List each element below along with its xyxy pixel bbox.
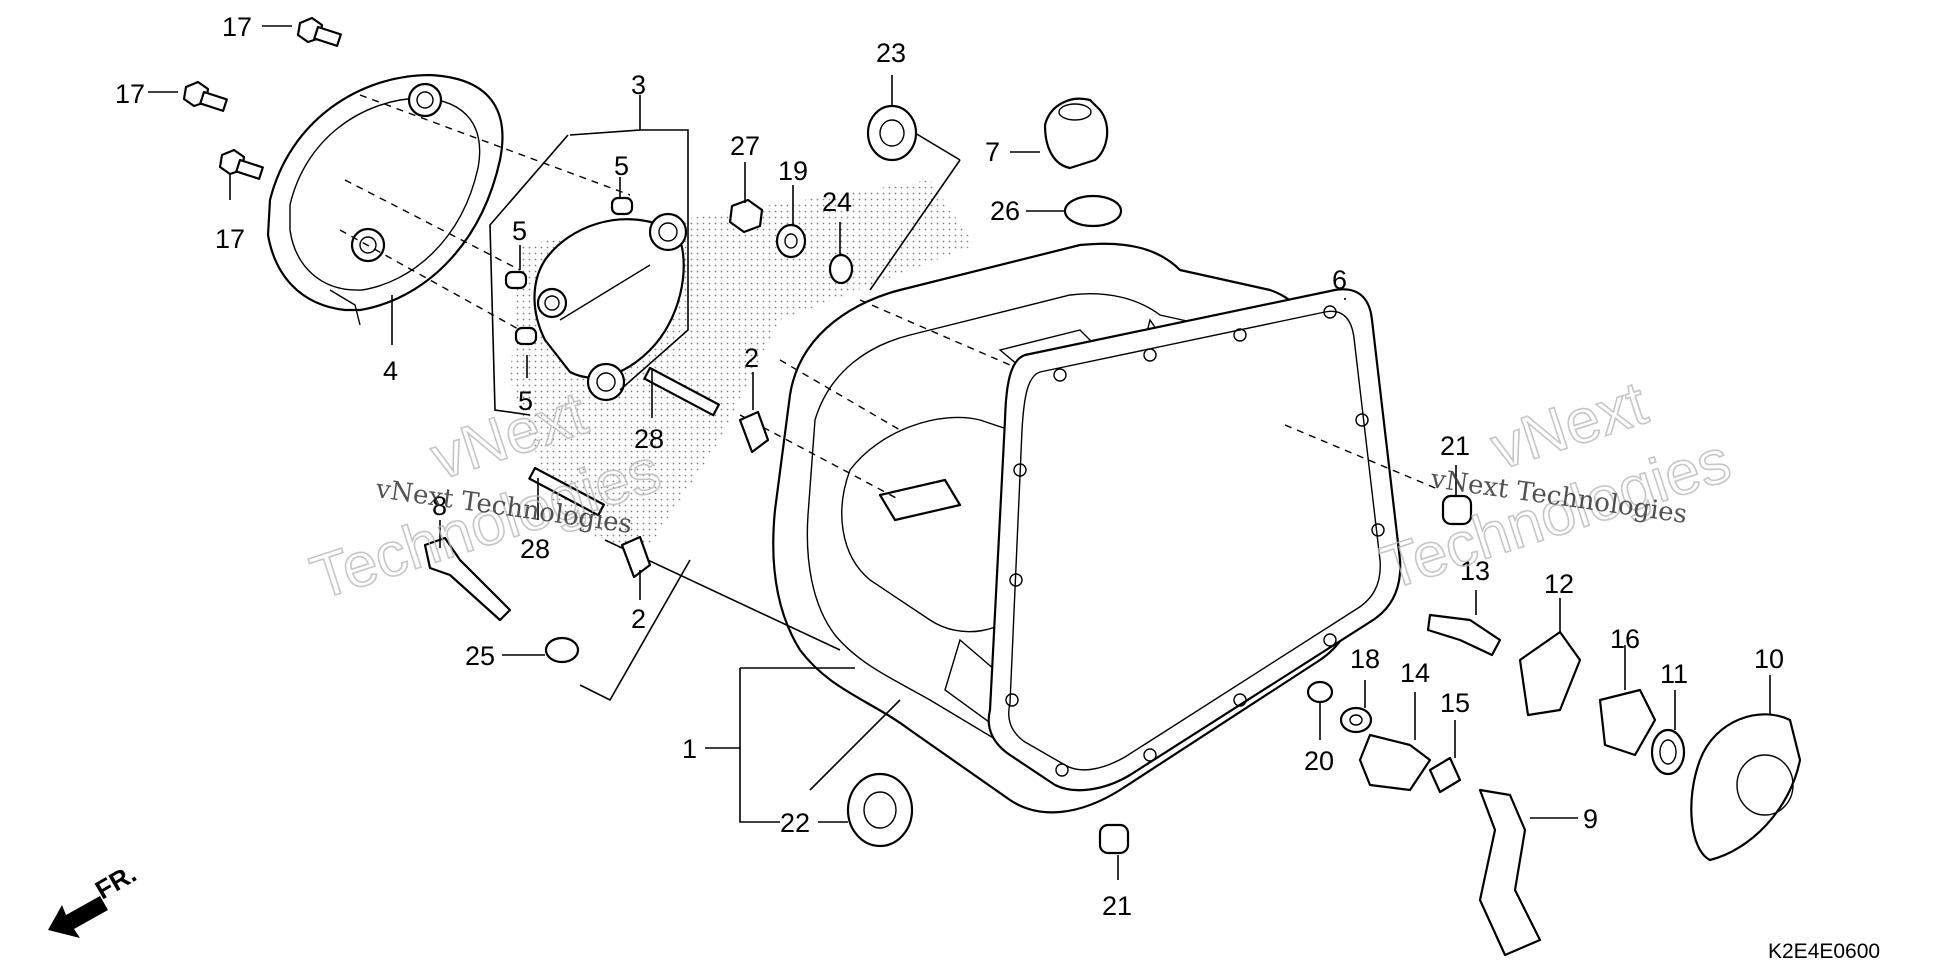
callout-8: 8 <box>432 491 447 521</box>
bolt-17c <box>218 148 264 180</box>
callout-labels: 17 17 17 3 5 5 5 4 27 19 24 23 7 26 6 2 … <box>115 12 1784 921</box>
callout-17: 17 <box>222 12 252 42</box>
callout-3: 3 <box>631 70 646 100</box>
front-direction-arrow: FR. <box>48 858 141 938</box>
callout-5: 5 <box>518 386 533 416</box>
bolt-17a <box>296 16 342 47</box>
callout-14: 14 <box>1400 658 1430 688</box>
small-parts <box>182 16 1802 957</box>
callout-9: 9 <box>1583 804 1598 834</box>
callout-7: 7 <box>985 137 1000 167</box>
cover-gasket <box>987 288 1402 792</box>
callout-15: 15 <box>1440 688 1470 718</box>
callout-17: 17 <box>115 79 145 109</box>
callout-17: 17 <box>215 224 245 254</box>
callout-20: 20 <box>1304 746 1334 776</box>
callout-leaders <box>148 25 1771 880</box>
inner-cover-plate <box>533 212 688 402</box>
callout-12: 12 <box>1544 569 1574 599</box>
callout-22: 22 <box>780 808 810 838</box>
callout-16: 16 <box>1610 624 1640 654</box>
drawing-code: K2E4E0600 <box>1768 940 1880 963</box>
callout-1: 1 <box>682 734 697 764</box>
callout-24: 24 <box>822 187 852 217</box>
callout-19: 19 <box>778 156 808 186</box>
callout-25: 25 <box>465 641 495 671</box>
bolt-17b <box>182 80 228 112</box>
callout-4: 4 <box>383 356 398 386</box>
callout-10: 10 <box>1754 644 1784 674</box>
callout-5: 5 <box>614 151 629 181</box>
callout-2: 2 <box>744 343 759 373</box>
callout-18: 18 <box>1350 644 1380 674</box>
callout-28: 28 <box>634 424 664 454</box>
callout-6: 6 <box>1332 265 1347 295</box>
outer-cover <box>266 73 504 326</box>
callout-5: 5 <box>512 216 527 246</box>
callout-13: 13 <box>1460 556 1490 586</box>
assembly-lines <box>339 94 1441 791</box>
callout-2: 2 <box>631 604 646 634</box>
callout-21: 21 <box>1440 431 1470 461</box>
callout-27: 27 <box>730 131 760 161</box>
callout-28: 28 <box>520 534 550 564</box>
callout-26: 26 <box>990 196 1020 226</box>
callout-23: 23 <box>876 38 906 68</box>
callout-11: 11 <box>1660 659 1688 689</box>
callout-21: 21 <box>1102 891 1132 921</box>
